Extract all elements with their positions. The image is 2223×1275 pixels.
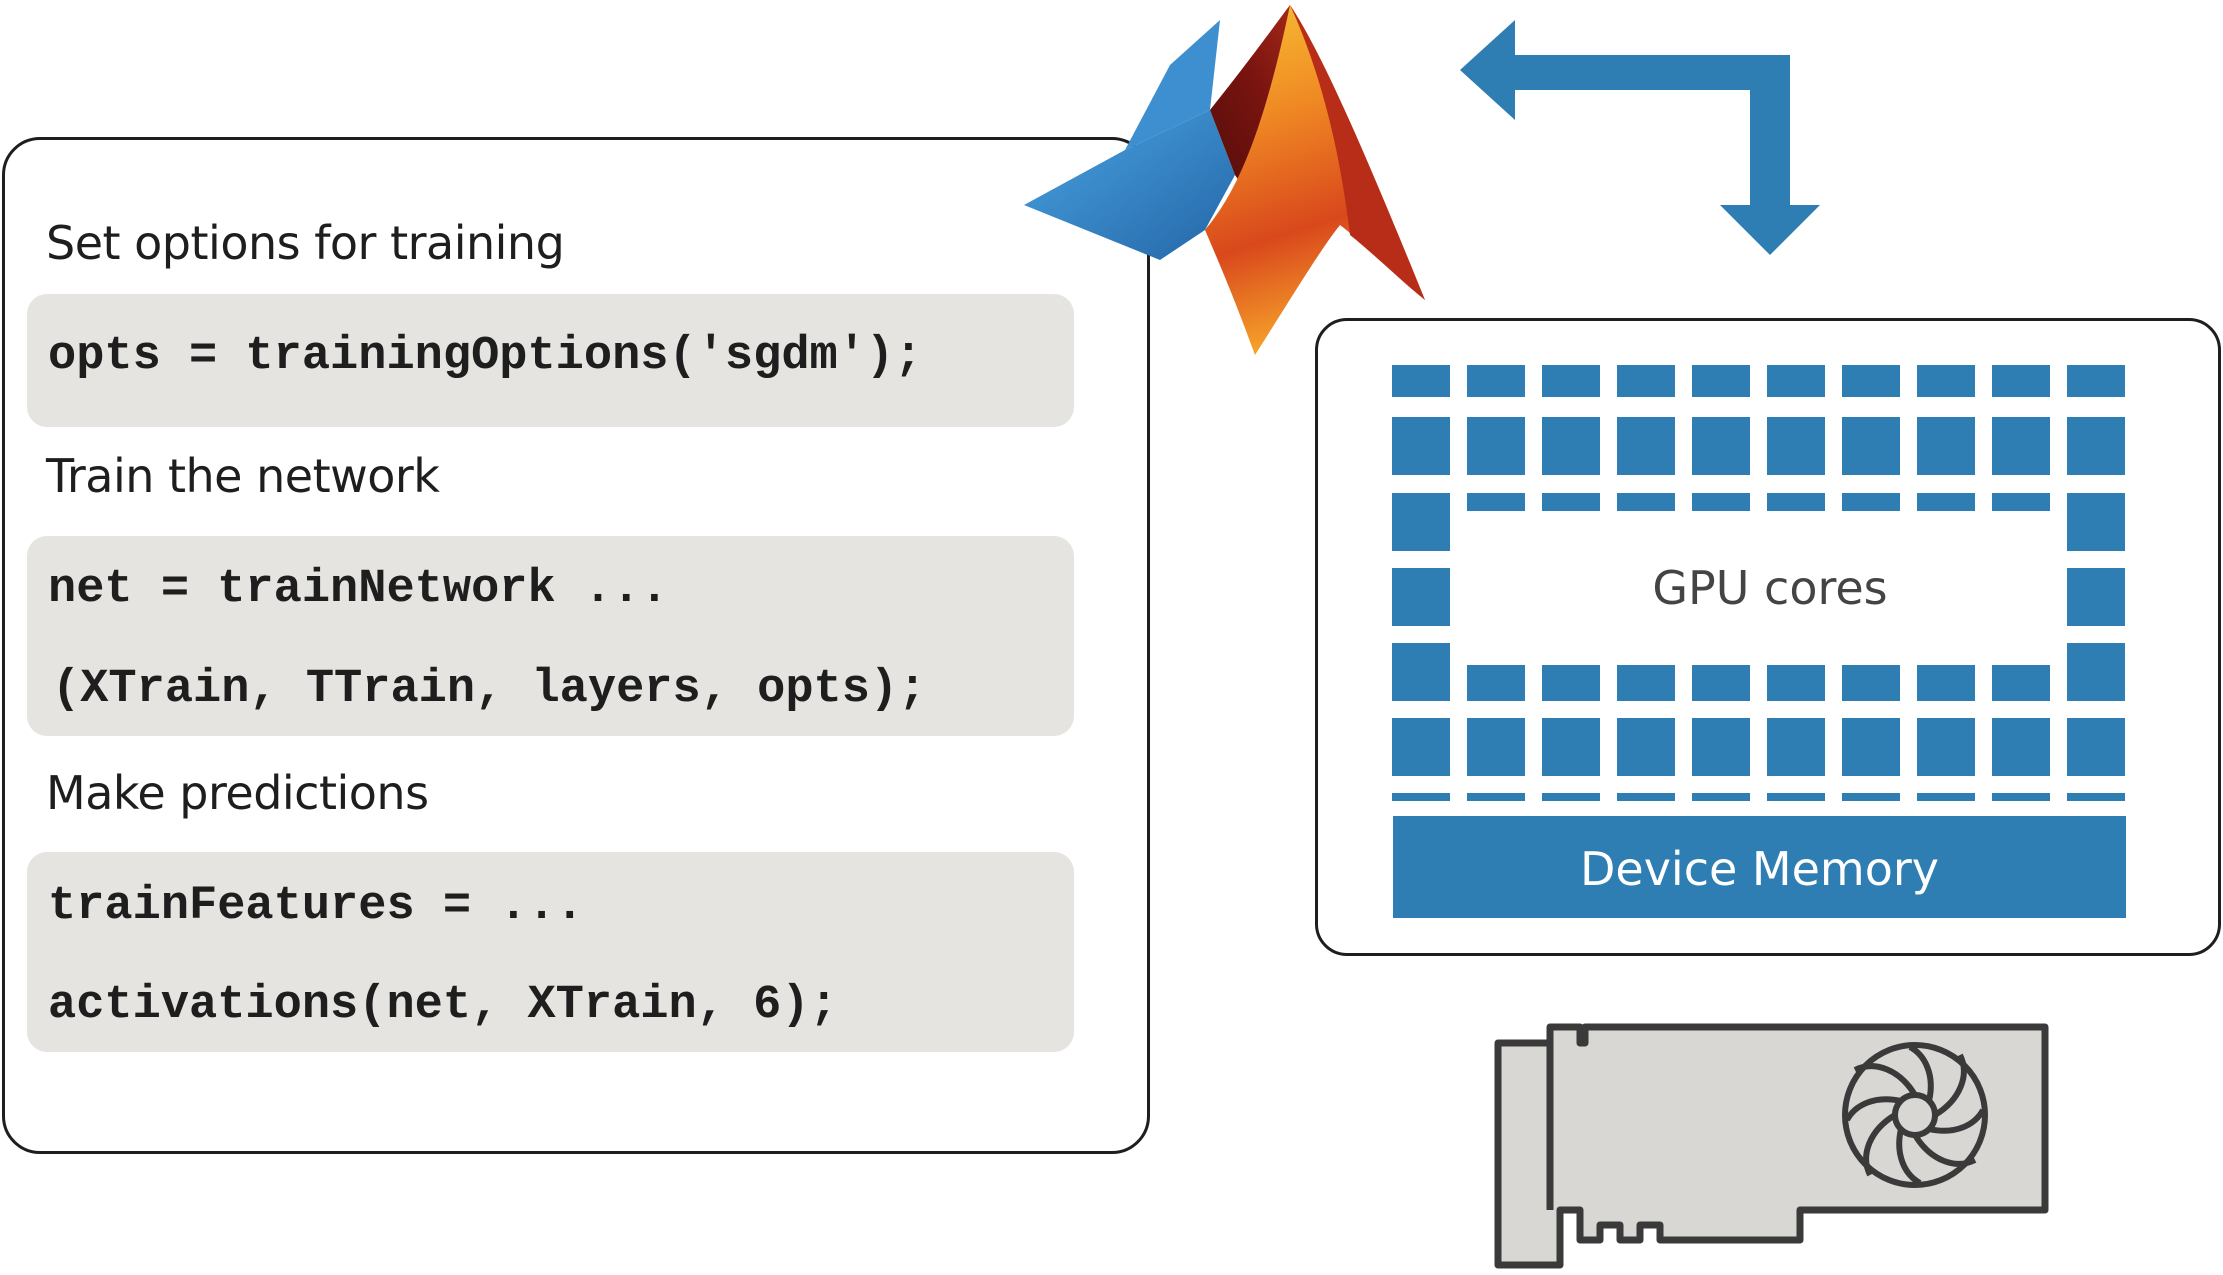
gpu-core [1992,718,2050,776]
gpu-core [1467,417,1525,475]
gpu-core [1542,665,1600,701]
gpu-core [2067,718,2125,776]
code-line-training-options: opts = trainingOptions('sgdm'); [48,330,923,383]
gpu-core [1692,793,1750,801]
code-line-train-features: trainFeatures = ... [48,880,584,933]
code-line-train-network: net = trainNetwork ... [48,563,669,616]
gpu-core [1767,665,1825,701]
gpu-core [1392,643,1450,701]
gpu-core [1392,493,1450,551]
code-line-train-args: (XTrain, TTrain, layers, opts); [52,663,927,716]
gpu-core [1542,493,1600,511]
gpu-core [2067,365,2125,397]
gpu-core [1617,718,1675,776]
gpu-core [1842,417,1900,475]
gpu-core [1767,417,1825,475]
gpu-core [1842,493,1900,511]
device-memory-block [1393,816,2126,918]
code-line-activations: activations(net, XTrain, 6); [48,979,838,1032]
gpu-core [2067,417,2125,475]
gpu-core [1992,493,2050,511]
gpu-core [1467,718,1525,776]
gpu-core [1542,417,1600,475]
gpu-core [1917,365,1975,397]
code-block-options [27,294,1074,427]
gpu-core [1392,793,1450,801]
gpu-core [1992,365,2050,397]
gpu-core [1917,493,1975,511]
gpu-core [1467,793,1525,801]
gpu-core [1842,793,1900,801]
gpu-core [2067,643,2125,701]
gpu-core [1767,365,1825,397]
device-memory-label: Device Memory [1579,842,1939,896]
code-block-train [27,536,1074,736]
gpu-cores-label: GPU cores [1652,561,1888,615]
gpu-core [1917,718,1975,776]
gpu-core [1842,365,1900,397]
gpu-core [1842,718,1900,776]
gpu-core [2067,493,2125,551]
gpu-core [1842,665,1900,701]
step-label-set-options: Set options for training [46,216,565,270]
gpu-core [1917,793,1975,801]
gpu-core [1467,493,1525,511]
gpu-core [1617,793,1675,801]
step-label-train-network: Train the network [46,449,440,503]
gpu-core [1542,793,1600,801]
gpu-core [1392,365,1450,397]
gpu-core [1617,665,1675,701]
gpu-core [1692,365,1750,397]
gpu-core [1467,665,1525,701]
gpu-core [1617,493,1675,511]
gpu-core [1767,493,1825,511]
gpu-core [1392,568,1450,626]
matlab-logo-icon [1024,5,1425,355]
gpu-core [2067,568,2125,626]
step-label-make-predictions: Make predictions [46,766,429,820]
gpu-core [1992,665,2050,701]
gpu-core [1392,417,1450,475]
gpu-core [1542,718,1600,776]
gpu-core [1692,665,1750,701]
gpu-core [1917,417,1975,475]
gpu-core [1692,417,1750,475]
gpu-core [2067,793,2125,801]
gpu-core [1767,793,1825,801]
gpu-core [1617,365,1675,397]
graphics-card-icon [1494,1023,2049,1269]
gpu-core [1392,718,1450,776]
gpu-core [1992,793,2050,801]
gpu-core [1467,365,1525,397]
gpu-core-grid [1392,365,2125,801]
gpu-core [1542,365,1600,397]
gpu-core [1617,417,1675,475]
gpu-core [1992,417,2050,475]
bidirectional-transfer-arrow-icon [1460,20,1820,255]
gpu-core [1767,718,1825,776]
gpu-core [1692,718,1750,776]
gpu-core [1692,493,1750,511]
code-block-predict [27,852,1074,1052]
gpu-core [1917,665,1975,701]
